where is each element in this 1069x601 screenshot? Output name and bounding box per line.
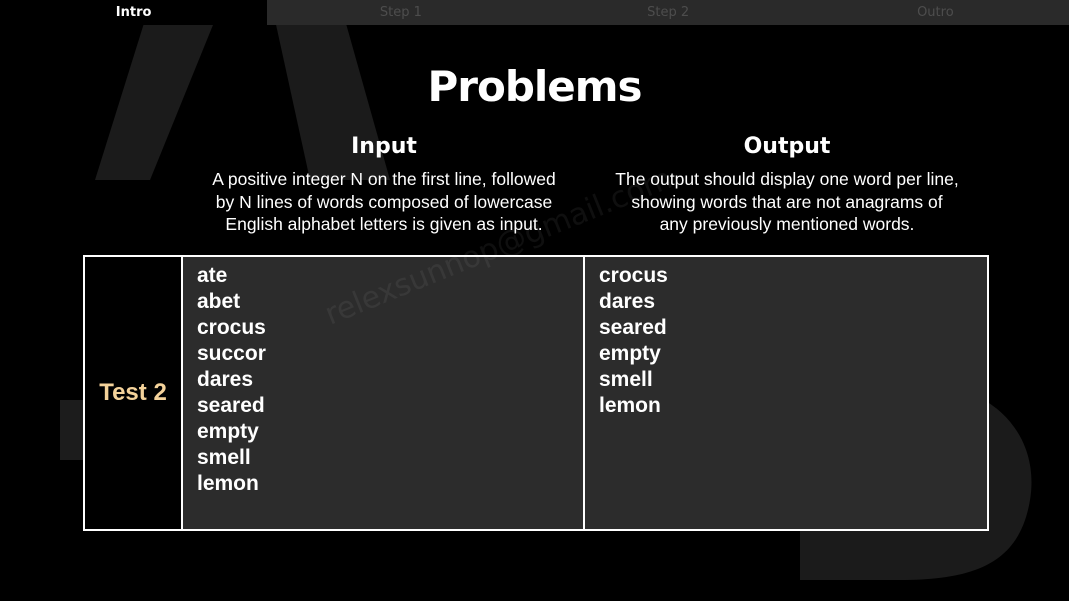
tab-outro[interactable]: Outro xyxy=(801,0,1069,25)
test-label: Test 2 xyxy=(99,379,167,406)
input-word: lemon xyxy=(197,472,259,495)
input-word: crocus xyxy=(197,316,266,339)
output-description-line: any previously mentioned words. xyxy=(659,214,915,234)
section-tabbar: Intro Step 1 Step 2 Outro xyxy=(0,0,1069,25)
test-case-table: Test 2 ate abet crocus succor dares sear… xyxy=(83,255,989,531)
tab-step-2[interactable]: Step 2 xyxy=(534,0,802,25)
output-word: smell xyxy=(599,368,653,391)
input-description: A positive integer N on the first line, … xyxy=(184,168,584,236)
test-output-cell: crocus dares seared empty smell lemon xyxy=(585,257,987,529)
input-heading: Input xyxy=(351,134,417,159)
input-word: dares xyxy=(197,368,254,391)
input-word: smell xyxy=(197,446,251,469)
tab-step-1[interactable]: Step 1 xyxy=(267,0,535,25)
page-title: Problems xyxy=(427,62,642,111)
test-label-cell: Test 2 xyxy=(85,257,183,529)
input-description-line: English alphabet letters is given as inp… xyxy=(225,214,543,234)
input-description-line: by N lines of words composed of lowercas… xyxy=(215,191,553,212)
input-word: seared xyxy=(197,394,265,417)
output-word: seared xyxy=(599,316,667,339)
output-word: empty xyxy=(599,342,661,365)
input-word: empty xyxy=(197,420,259,443)
input-word: succor xyxy=(197,342,266,365)
input-description-line: A positive integer N on the first line, … xyxy=(212,169,556,189)
output-description-line: showing words that are not anagrams of xyxy=(631,191,943,212)
input-word: abet xyxy=(197,290,241,313)
tab-intro[interactable]: Intro xyxy=(0,0,268,25)
output-word: crocus xyxy=(599,264,668,287)
input-word: ate xyxy=(197,264,228,287)
output-heading: Output xyxy=(743,134,831,159)
output-description-line: The output should display one word per l… xyxy=(615,169,959,189)
output-word: dares xyxy=(599,290,656,313)
output-description: The output should display one word per l… xyxy=(587,168,987,236)
output-word: lemon xyxy=(599,394,661,417)
test-input-cell: ate abet crocus succor dares seared empt… xyxy=(183,257,585,529)
